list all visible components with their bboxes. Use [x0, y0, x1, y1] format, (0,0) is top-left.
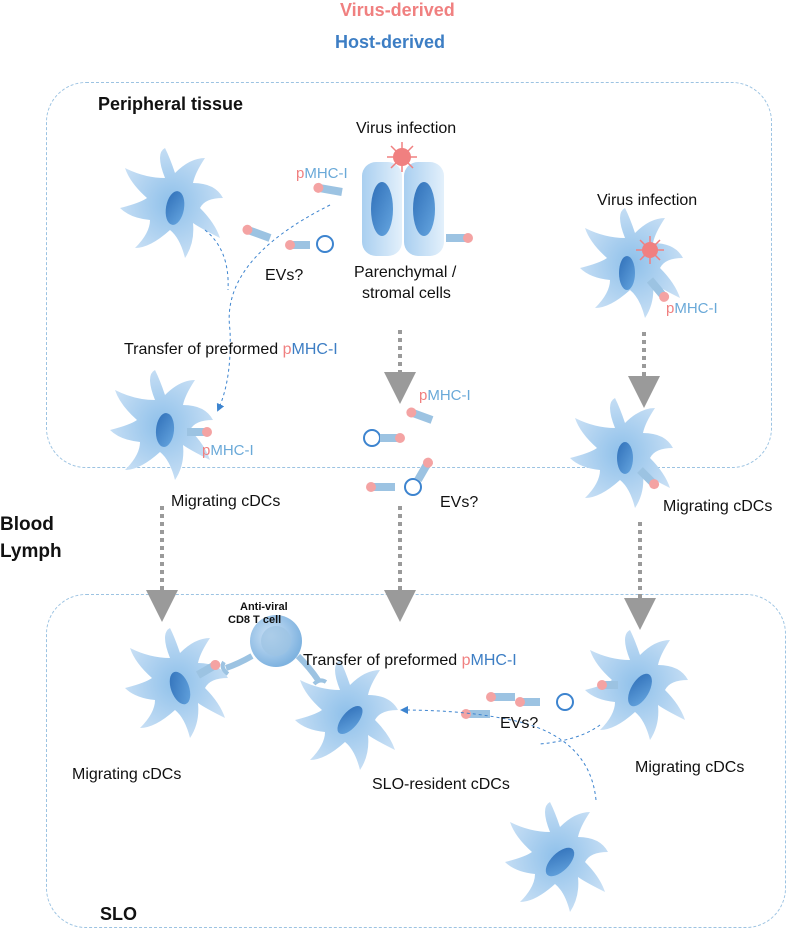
transfer-path-slo-dc — [539, 724, 601, 745]
label-evs-peripheral: EVs? — [265, 267, 304, 284]
parenchymal-stromal-cells — [362, 162, 444, 256]
legend-virus-derived: Virus-derived — [340, 0, 455, 20]
label-transfer-peripheral: Transfer of preformed pMHC-I — [124, 341, 338, 358]
legend-host-derived: Host-derived — [335, 32, 446, 52]
transfer-path-dc-left — [204, 229, 229, 291]
dendritic-cell-slo-resident — [295, 660, 398, 770]
pmhc-ev-center-1 — [380, 433, 405, 443]
pmhc-free-1 — [242, 224, 272, 242]
dendritic-cell-migrating-left-peripheral — [110, 370, 213, 480]
pmhc-dc-left — [187, 427, 212, 437]
ev-vesicle-center-2 — [404, 478, 422, 496]
dendritic-cell-top-left — [120, 148, 223, 258]
label-migrating-cdcs-slo-right: Migrating cDCs — [635, 759, 745, 776]
ev-vesicle-slo — [556, 693, 574, 711]
pmhc-ev-center-2 — [414, 457, 433, 482]
label-pmhc-center: pMHC-I — [419, 387, 471, 404]
pmhc-free-2 — [285, 240, 310, 250]
pmhc-slo-left — [196, 660, 221, 679]
label-pmhc-infected-dc: pMHC-I — [666, 300, 718, 317]
label-t-cell-line1: Anti-viral — [240, 601, 288, 613]
dendritic-cell-migrating-right-peripheral — [570, 398, 673, 508]
label-pmhc-parenchymal: pMHC-I — [296, 165, 348, 182]
label-slo-resident-cdcs: SLO-resident cDCs — [372, 776, 510, 793]
label-peripheral-tissue: Peripheral tissue — [98, 94, 244, 114]
pmhc-slo-right-dc — [597, 680, 618, 690]
pmhc-slo-free-1 — [486, 692, 515, 702]
label-migrating-cdcs-peripheral-left: Migrating cDCs — [171, 493, 281, 510]
ev-vesicle-peripheral — [316, 235, 334, 253]
label-transfer-slo: Transfer of preformed pMHC-I — [303, 652, 517, 669]
label-pmhc-left-dc: pMHC-I — [202, 442, 254, 459]
dendritic-cell-slo-migrating-left — [125, 628, 228, 738]
label-slo: SLO — [100, 904, 138, 924]
label-parenchymal-line2: stromal cells — [362, 285, 451, 302]
label-blood: Blood — [0, 514, 54, 535]
label-virus-infection-right: Virus infection — [597, 192, 698, 209]
peripheral-tissue-region — [46, 82, 772, 468]
pmhc-slo-free-2 — [515, 697, 540, 707]
pmhc-parenchymal-right — [446, 233, 473, 243]
virus-particle-dc — [636, 236, 664, 264]
pmhc-dc-infected — [646, 277, 670, 302]
label-migrating-cdcs-peripheral-right: Migrating cDCs — [663, 498, 773, 515]
label-evs-slo: EVs? — [500, 715, 539, 732]
cd8-t-cell — [220, 615, 328, 686]
transfer-arrow-peripheral — [216, 204, 331, 412]
pmhc-parenchymal-left — [313, 182, 343, 196]
pmhc-free-center-2 — [366, 482, 395, 492]
ev-vesicle-center-1 — [363, 429, 381, 447]
dendritic-cell-slo-migrating-right — [585, 630, 688, 740]
dendritic-cell-infected-right — [580, 208, 683, 318]
label-migrating-cdcs-slo-left: Migrating cDCs — [72, 766, 182, 783]
dendritic-cell-slo-bottom — [505, 802, 608, 912]
slo-region — [46, 594, 786, 928]
virus-particle-parenchymal — [387, 142, 417, 172]
label-evs-center: EVs? — [440, 494, 479, 511]
pmhc-free-center-1 — [406, 407, 434, 424]
transfer-arrow-slo — [400, 706, 597, 801]
label-lymph: Lymph — [0, 541, 62, 562]
label-parenchymal-line1: Parenchymal / — [354, 264, 457, 281]
label-virus-infection-center: Virus infection — [356, 120, 457, 137]
label-t-cell-line2: CD8 T cell — [228, 614, 282, 626]
pmhc-dc-migrating-right — [637, 467, 660, 490]
pmhc-slo-free-3 — [461, 709, 490, 719]
